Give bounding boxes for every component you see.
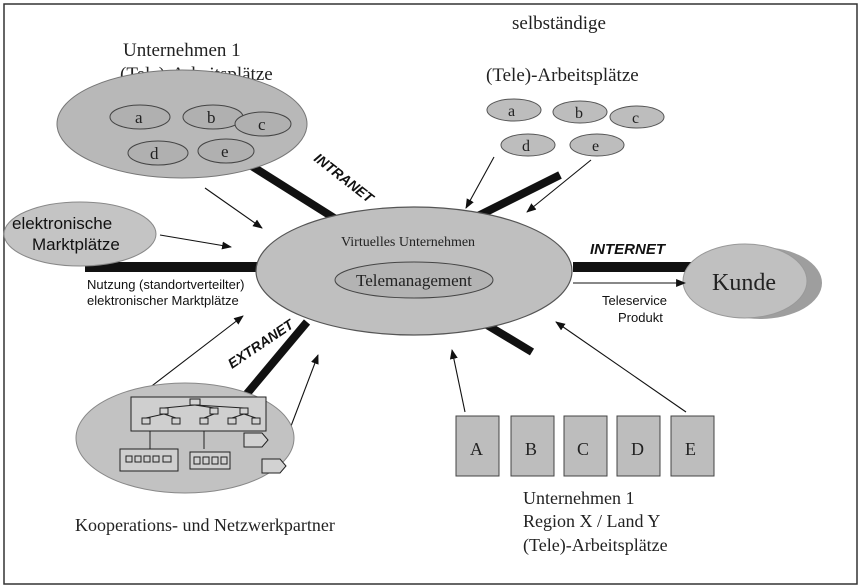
region-box-b [510, 415, 555, 477]
frame-border [3, 3, 858, 585]
arrow-koop-left [139, 315, 244, 396]
selbst-workplace-d-node [500, 133, 556, 157]
selbst-workplace-a-label: a [508, 103, 515, 120]
marktplaetze-usage-line2: elektronischer Marktplätze [87, 293, 239, 308]
marktplaetze-label-line2: Marktplätze [32, 235, 120, 254]
arrow-region-a [449, 349, 466, 413]
selbst-workplace-d-label: d [522, 138, 530, 155]
workplace-d-label: d [150, 144, 159, 163]
selbstaendige-title-line1: selbständige [512, 13, 606, 34]
region-box-a [455, 415, 500, 477]
region-line2: Region X / Land Y [523, 511, 660, 531]
workplace-a-label: a [135, 108, 143, 127]
selbstaendige-title-line2: (Tele)-Arbeitsplätze [486, 65, 639, 86]
workplace-a-node [109, 104, 171, 130]
kunde-label: Kunde [712, 270, 776, 296]
selbst-workplace-b-label: b [575, 105, 583, 122]
telemanagement-label: Telemanagement [356, 271, 472, 290]
region-box-e-label: E [685, 439, 696, 459]
region-box-c [563, 415, 608, 477]
arrows [139, 156, 687, 456]
region-box-c-label: C [577, 439, 589, 459]
arrow-unternehmen1 [204, 187, 263, 229]
telemanagement-ellipse [334, 261, 494, 299]
produkt-label: Produkt [618, 310, 663, 325]
selbst-workplace-c-node [609, 105, 665, 129]
region-box-d [616, 415, 661, 477]
selbst-workplace-e-label: e [592, 138, 599, 155]
internet-label: INTERNET [590, 241, 667, 258]
workplace-e-node [197, 138, 255, 164]
region-box-b-label: B [525, 439, 537, 459]
unternehmen1-title-line1: Unternehmen 1 [123, 40, 241, 61]
workplace-c-node [234, 111, 292, 137]
unternehmen1-workplaces: a b c d e [109, 104, 292, 166]
marktplaetze-usage-line1: Nutzung (standortverteilter) [87, 277, 245, 292]
workplace-c-label: c [258, 115, 266, 134]
virtual-enterprise-label: Virtuelles Unternehmen [341, 235, 475, 250]
teleservice-label: Teleservice [602, 293, 667, 308]
region-line1: Unternehmen 1 [523, 488, 634, 508]
region-box-e [670, 415, 715, 477]
selbstaendige-workplaces: a b c d e [486, 98, 665, 157]
selbst-workplace-b-node [552, 100, 608, 124]
arrow-selbst-e [526, 159, 592, 213]
marktplaetze-cloud [3, 201, 157, 267]
kooperation-label: Kooperations- und Netzwerkpartner [75, 515, 335, 535]
region-box-d-label: D [631, 439, 644, 459]
selbstaendige-bar [476, 171, 562, 220]
selbst-workplace-e-node [569, 133, 625, 157]
workplace-d-node [127, 140, 189, 166]
region-boxes: A B C D E [455, 415, 715, 477]
region-line3: (Tele)-Arbeitsplätze [523, 535, 668, 556]
intranet-label: INTRANET [311, 150, 378, 207]
region-box-a-label: A [470, 439, 483, 459]
arrow-selbst-d [465, 156, 495, 209]
workplace-e-label: e [221, 142, 229, 161]
workplace-b-label: b [207, 108, 216, 127]
extranet-bar [236, 319, 311, 405]
arrow-marktplaetze [159, 234, 232, 250]
marktplaetze-label-line1: elektronische [12, 214, 112, 233]
selbst-workplace-c-label: c [632, 110, 639, 127]
selbst-workplace-a-node [486, 98, 542, 122]
network-icon [119, 396, 287, 474]
arrow-region-e [555, 321, 687, 413]
